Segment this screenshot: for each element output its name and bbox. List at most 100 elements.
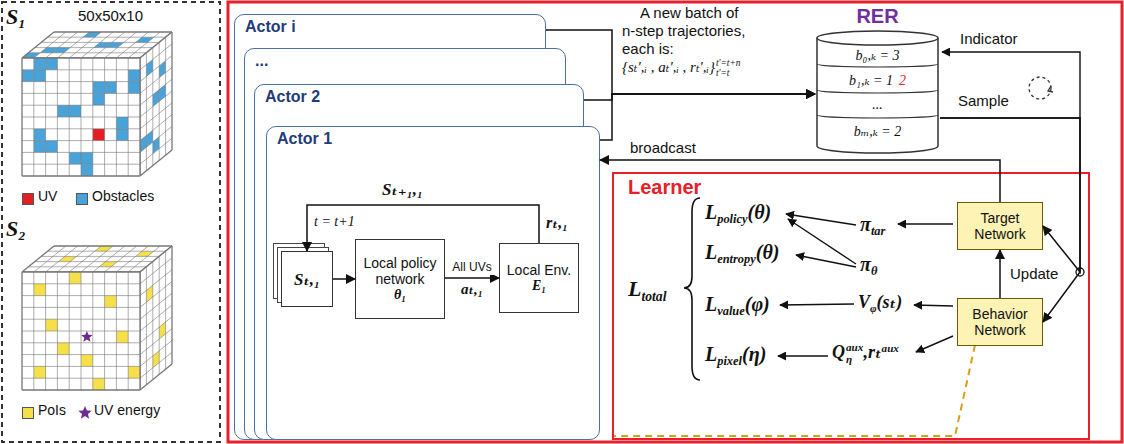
trajectory-set: {sₜ′,ᵢ , aₜ′,ᵢ , rₜ′,ᵢ}t′=t+nt′=t [622, 58, 740, 78]
state-stack: Sₜ,₁ [281, 251, 333, 307]
math-symbol: rₜ [868, 342, 882, 362]
grid-line [81, 246, 113, 272]
grid-cell [116, 117, 128, 129]
legend-text: Obstacles [92, 188, 154, 204]
grid-line [22, 366, 140, 367]
network-box: Target Network [957, 202, 1043, 250]
zoom-leader [612, 345, 975, 436]
grid-cell [46, 58, 58, 70]
grid-line [28, 52, 146, 53]
connector [600, 160, 1000, 202]
box-title: Behavior Network [962, 306, 1038, 338]
grid-line [22, 57, 140, 58]
buffer-entry: 2 [899, 73, 906, 88]
pixel-loss: Lpixel(η) [705, 342, 766, 369]
grid-cell [69, 152, 81, 164]
legend-star [78, 406, 91, 419]
state-cubes [22, 32, 172, 419]
arrow [778, 355, 828, 356]
grid-line [22, 378, 140, 379]
grid-line [22, 69, 140, 70]
entropy-loss: Lentropy(θ) [705, 240, 779, 267]
grid-line [22, 342, 140, 343]
state-name: S₁ [6, 4, 26, 29]
grid-line [22, 246, 54, 272]
network-box: Behavior Network [957, 298, 1043, 346]
grid-line [140, 293, 172, 319]
math-symbol: (sₜ) [877, 292, 903, 312]
grid-cell [69, 272, 81, 284]
buffer-entry: bₘ,ₖ = 2 [854, 124, 902, 139]
grid-line [140, 115, 172, 141]
cylinder-top [817, 31, 938, 45]
grid-cell [57, 105, 69, 117]
subscript: total [641, 289, 666, 304]
math-symbol: (φ) [745, 293, 770, 315]
index-stack: auxη [846, 342, 863, 365]
grid-line [116, 246, 148, 272]
math-symbol: V [858, 292, 870, 312]
grid-line [140, 258, 172, 284]
grid-line [48, 37, 166, 38]
connector [445, 277, 499, 279]
grid-line [22, 57, 140, 58]
junction [1076, 268, 1084, 276]
grid-cell [57, 343, 69, 355]
grid-cell [105, 296, 117, 308]
grid-line [22, 389, 140, 390]
grid-line [57, 32, 89, 58]
grid-cell [34, 70, 46, 82]
grid-line [22, 331, 140, 332]
cube-face [140, 246, 172, 390]
grid-line [57, 246, 89, 272]
buffer-entry: b₀,ₖ = 3 [856, 48, 900, 63]
grid-cell [128, 82, 140, 94]
grid-line [22, 271, 140, 272]
grid-line [22, 295, 140, 296]
actor-title: Actor 2 [265, 88, 573, 106]
sample-label: Sample [958, 92, 1009, 109]
grid-cell [93, 129, 105, 141]
math-symbol: Q [832, 342, 845, 362]
grid-line [22, 93, 140, 94]
state-panel-frame [2, 2, 220, 442]
grid-line [22, 307, 140, 308]
grid-cell [116, 331, 128, 343]
grid-line [22, 117, 140, 118]
cube-face [22, 272, 140, 390]
superscript: aux [846, 342, 863, 354]
grid-cell [93, 82, 105, 94]
grid-line [69, 32, 101, 58]
subscript: φ [870, 302, 877, 314]
math-symbol: (θ) [748, 201, 772, 223]
grid-line [22, 271, 140, 272]
grid-cell [128, 70, 140, 82]
grid-size: 50x50x10 [78, 7, 143, 24]
grid-line [140, 150, 172, 176]
math-symbol: {sₜ′,ᵢ , aₜ′,ᵢ , rₜ′,ᵢ} [622, 59, 715, 75]
box-title: Sₜ,₁ [294, 269, 320, 290]
cylinder-band [817, 90, 938, 93]
grid-line [93, 246, 125, 272]
connector [600, 94, 815, 140]
grid-line [140, 329, 172, 355]
legend-swatch [76, 193, 88, 205]
index-stack: t′=t+nt′=t [716, 59, 740, 79]
grid-line [22, 128, 140, 129]
cylinder-band [817, 64, 938, 67]
sample-loop-head [1048, 86, 1053, 92]
grid-line [34, 246, 66, 272]
arrow [786, 214, 856, 225]
grid-cell [34, 141, 46, 153]
arrow [916, 336, 953, 352]
grid-line [22, 105, 140, 106]
actor-box: Actor 1Sₜ,₁Local policy networkθ₁Local E… [266, 126, 600, 440]
batch-note: A new batch of [640, 4, 738, 21]
indicator-label: Indicator [960, 30, 1018, 47]
buffer-row: b₀,ₖ = 3 [815, 47, 940, 64]
auxiliary-outputs: Qauxη,rₜaux [832, 342, 899, 366]
subscript: policy [717, 212, 747, 226]
target-policy: πtar [860, 212, 885, 239]
grid-line [140, 305, 172, 331]
grid-line [140, 281, 172, 307]
